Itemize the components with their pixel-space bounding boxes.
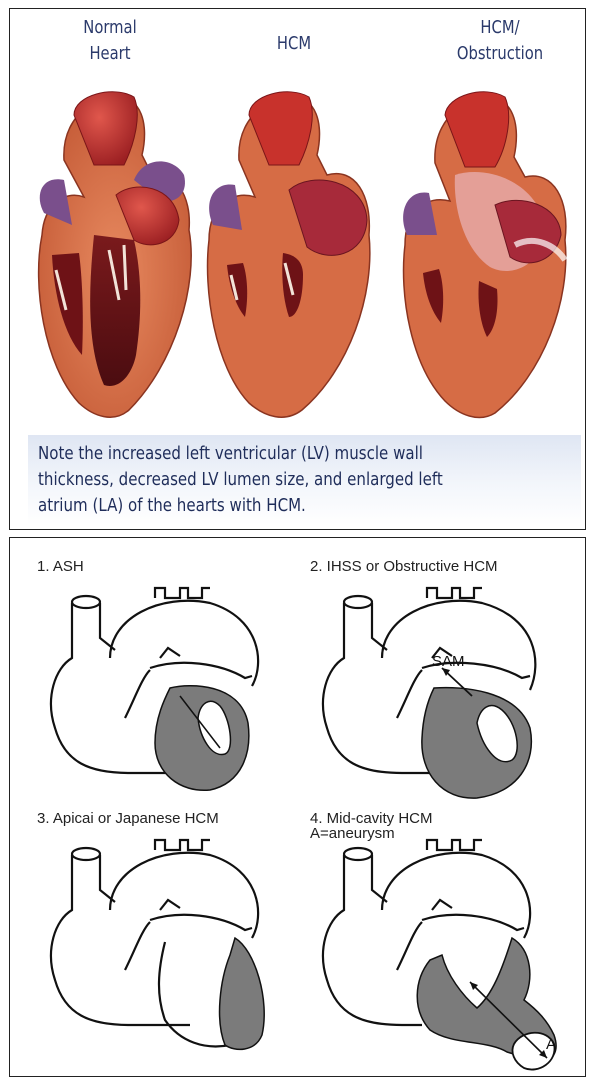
caption-text: Note the increased left ventricular (LV)…	[38, 441, 494, 519]
ihss-schematic	[302, 578, 567, 808]
mid-cavity-schematic	[302, 830, 577, 1075]
apical-schematic	[30, 830, 290, 1070]
hcm-obstruction-heart-label: HCM/ Obstruction	[443, 15, 558, 67]
ihss-diagram-label: 2. IHSS or Obstructive HCM	[310, 558, 498, 575]
aneurysm-a-annotation: A	[546, 1036, 556, 1053]
hcm-types-schematic-panel: 1. ASH 2. IHSS or Obstructive HCM 3. Api…	[9, 537, 586, 1077]
hcm-heart-illustration	[197, 85, 377, 425]
hcm-heart-label: HCM	[253, 31, 335, 57]
normal-heart-label: Normal Heart	[61, 15, 159, 67]
ash-schematic	[30, 578, 280, 808]
normal-heart-illustration	[24, 85, 204, 425]
apical-diagram-label: 3. Apicai or Japanese HCM	[37, 810, 219, 827]
sam-annotation: SAM	[432, 653, 465, 670]
hcm-obstruction-heart-illustration	[395, 85, 575, 425]
caption-box: Note the increased left ventricular (LV)…	[28, 435, 581, 525]
hcm-illustration-panel: Normal Heart HCM HCM/ Obstruction	[9, 8, 586, 530]
ash-diagram-label: 1. ASH	[37, 558, 84, 575]
